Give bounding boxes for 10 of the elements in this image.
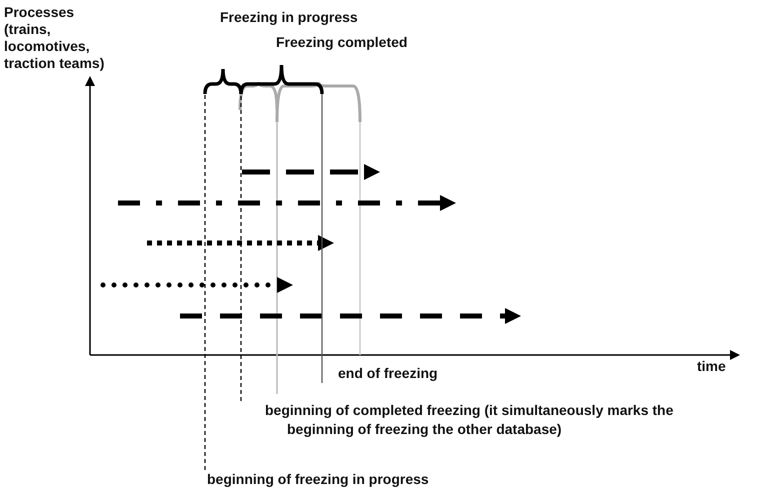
axis-title: Processes (trains, locomotives, traction teams) — [4, 4, 106, 72]
leader-line — [321, 94, 323, 383]
brace-label: Freezing completed — [276, 33, 408, 52]
marker-label: end of freezing — [338, 364, 439, 383]
leader-line — [240, 94, 242, 401]
axis-label: time — [697, 357, 727, 376]
marker-label: beginning of completed freezing (it simultaneously marks the beginning of freezing the other database) — [265, 401, 674, 439]
marker-label: beginning of freezing in progress — [207, 470, 430, 489]
brace-label: Freezing in progress — [220, 8, 359, 27]
leader-line — [204, 94, 206, 470]
